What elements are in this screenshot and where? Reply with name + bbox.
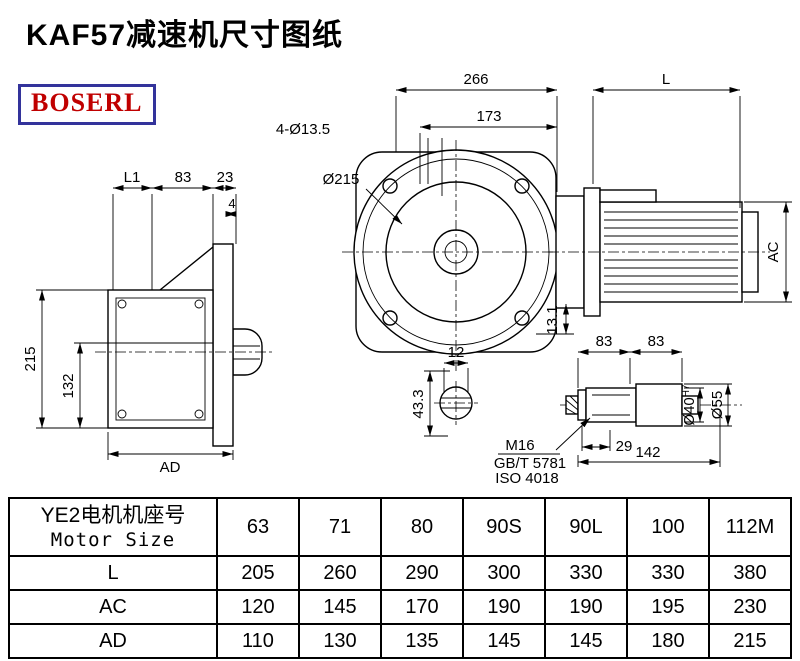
dimension-drawing: 266 L 173 4-Ø13.5 Ø215 AC 13.1	[22, 71, 792, 487]
col-header-63: 63	[216, 497, 300, 557]
table-cell: 110	[216, 623, 300, 659]
motor-size-header-en: Motor Size	[50, 529, 176, 552]
row-label-AD: AD	[8, 623, 218, 659]
dim-132: 132	[60, 373, 77, 398]
standard-gbt-label: GB/T 5781	[494, 455, 566, 472]
dim-12: 12	[448, 344, 465, 361]
table-cell: 145	[462, 623, 546, 659]
dim-266: 266	[463, 71, 488, 88]
motor-outline	[548, 187, 770, 317]
dim-bolt-holes: 4-Ø13.5	[276, 121, 330, 138]
motor-size-header-cell: YE2电机机座号 Motor Size	[8, 497, 218, 557]
dim-AD: AD	[160, 459, 181, 476]
table-cell: 205	[216, 555, 300, 591]
table-cell: 190	[544, 589, 628, 625]
front-dimensions: 266 L 173 4-Ø13.5 Ø215 AC 13.1	[276, 71, 792, 335]
row-label-AC: AC	[8, 589, 218, 625]
side-dimensions: L1 83 23 4 215 132 AD	[22, 169, 237, 476]
col-header-90l: 90L	[544, 497, 628, 557]
col-header-71: 71	[298, 497, 382, 557]
standard-iso-label: ISO 4018	[495, 470, 558, 487]
shaft-section-view: 12 43.3	[410, 344, 478, 437]
table-cell: 120	[216, 589, 300, 625]
dim-flange-diameter: Ø215	[323, 171, 360, 188]
table-cell: 135	[380, 623, 464, 659]
dim-43-3: 43.3	[410, 389, 427, 418]
table-cell: 300	[462, 555, 546, 591]
table-row-L: L 205 260 290 300 330 330 380	[8, 555, 792, 591]
dim-d55: Ø55	[709, 391, 726, 419]
dim-83-side: 83	[175, 169, 192, 186]
col-header-112m: 112M	[708, 497, 792, 557]
table-row-AD: AD 110 130 135 145 145 180 215	[8, 623, 792, 659]
dim-23: 23	[217, 169, 234, 186]
col-header-80: 80	[380, 497, 464, 557]
page-title: KAF57减速机尺寸图纸	[26, 19, 344, 52]
dim-d40h7: Ø40H7	[681, 384, 698, 426]
table-cell: 145	[544, 623, 628, 659]
table-cell: 195	[626, 589, 710, 625]
side-view-outline	[95, 243, 274, 447]
dim-215: 215	[22, 346, 39, 371]
table-cell: 290	[380, 555, 464, 591]
table-cell: 145	[298, 589, 382, 625]
table-cell: 330	[626, 555, 710, 591]
col-header-100: 100	[626, 497, 710, 557]
dim-L1: L1	[124, 169, 141, 186]
table-cell: 380	[708, 555, 792, 591]
col-header-90s: 90S	[462, 497, 546, 557]
table-cell: 230	[708, 589, 792, 625]
table-cell: 170	[380, 589, 464, 625]
row-label-L: L	[8, 555, 218, 591]
motor-size-table: YE2电机机座号 Motor Size 63 71 80 90S 90L 100…	[8, 497, 792, 659]
boserl-logo: BOSERL	[18, 84, 156, 125]
front-view-outline	[342, 140, 575, 372]
table-cell: 190	[462, 589, 546, 625]
dim-142: 142	[635, 444, 660, 461]
table-cell: 215	[708, 623, 792, 659]
dim-13-1: 13.1	[544, 305, 561, 334]
table-header-row: YE2电机机座号 Motor Size 63 71 80 90S 90L 100…	[8, 497, 792, 557]
dim-29: 29	[616, 438, 633, 455]
dim-4: 4	[228, 196, 235, 211]
dim-83-shaft-right: 83	[648, 333, 665, 350]
dim-83-shaft-left: 83	[596, 333, 613, 350]
motor-size-header-cn: YE2电机机座号	[40, 503, 186, 527]
table-cell: 130	[298, 623, 382, 659]
table-row-AC: AC 120 145 170 190 190 195 230	[8, 589, 792, 625]
shaft-detail-view: 83 83 M16 GB/T 5781 ISO 4018 29 142 Ø40H…	[494, 333, 742, 487]
table-cell: 180	[626, 623, 710, 659]
dim-L: L	[662, 71, 670, 88]
thread-label: M16	[505, 437, 534, 454]
dim-AC: AC	[765, 241, 782, 262]
boserl-logo-text: BOSERL	[31, 88, 143, 117]
table-cell: 330	[544, 555, 628, 591]
dim-173: 173	[476, 108, 501, 125]
table-cell: 260	[298, 555, 382, 591]
